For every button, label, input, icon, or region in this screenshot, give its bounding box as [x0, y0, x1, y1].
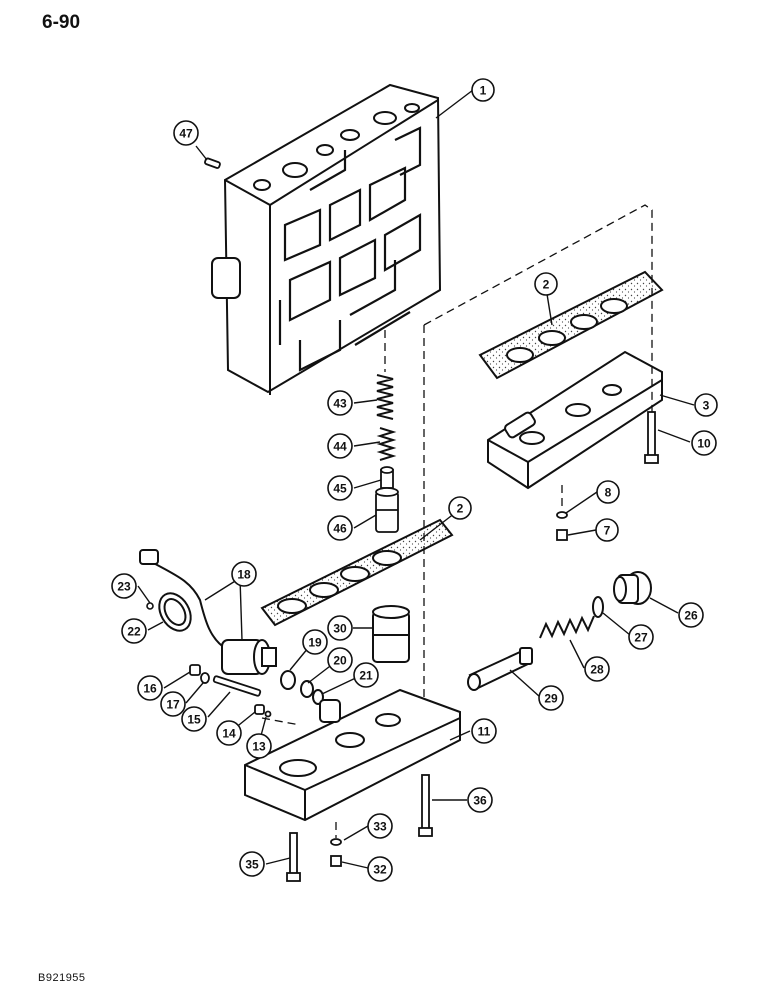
small-spring-part	[376, 427, 397, 461]
callout-2-upper: 2	[534, 272, 558, 296]
callout-label: 27	[634, 631, 648, 645]
callout-45: 45	[327, 475, 353, 501]
seal-and-plug-parts	[556, 511, 568, 541]
callout-label: 46	[333, 522, 347, 536]
callout-label: 19	[308, 636, 322, 650]
callout-label: 10	[697, 437, 711, 451]
o-rings	[280, 670, 324, 705]
callout-label: 26	[684, 609, 698, 623]
callout-label: 1	[480, 84, 487, 98]
callout-label: 45	[333, 482, 347, 496]
callout-label: 13	[252, 740, 266, 754]
callout-7: 7	[595, 518, 619, 542]
callout-label: 2	[457, 502, 464, 516]
callout-1: 1	[471, 78, 495, 102]
callout-15: 15	[181, 706, 207, 732]
callout-16: 16	[137, 675, 163, 701]
callout-23: 23	[111, 573, 137, 599]
callout-label: 36	[473, 794, 487, 808]
callout-label: 18	[237, 568, 251, 582]
callout-label: 21	[359, 669, 373, 683]
callout-44: 44	[327, 433, 353, 459]
callout-label: 44	[333, 440, 347, 454]
callout-markers: 1 47 2 3 10 43 44 45 46 8 7 2 23 18 26 2…	[111, 78, 718, 882]
lower-valve-body	[244, 688, 461, 822]
figure-code: B921955	[38, 972, 86, 984]
leader-lines	[137, 89, 695, 869]
callout-47: 47	[173, 120, 199, 146]
callout-label: 29	[544, 692, 558, 706]
callout-29: 29	[538, 685, 564, 711]
spring-part	[376, 374, 394, 420]
callout-label: 30	[333, 622, 347, 636]
page-number: 6-90	[42, 12, 81, 33]
callout-11: 11	[471, 718, 497, 744]
callout-label: 8	[605, 486, 612, 500]
callout-22: 22	[121, 618, 147, 644]
callout-26: 26	[678, 602, 704, 628]
callout-label: 33	[373, 820, 387, 834]
callout-32: 32	[367, 856, 393, 882]
callout-label: 15	[187, 713, 201, 727]
control-spool	[467, 647, 533, 691]
callout-14: 14	[216, 720, 242, 746]
spool-spring	[539, 615, 595, 639]
sleeve-part	[380, 466, 394, 489]
end-plug	[613, 571, 652, 605]
callout-46: 46	[327, 515, 353, 541]
upper-valve-plate	[487, 350, 663, 490]
bolt-part	[644, 411, 659, 464]
callout-label: 3	[703, 399, 710, 413]
callout-19: 19	[302, 629, 328, 655]
callout-28: 28	[584, 656, 610, 682]
callout-label: 7	[604, 524, 611, 538]
callout-27: 27	[628, 624, 654, 650]
retaining-ring	[158, 592, 192, 632]
callout-30: 30	[327, 615, 353, 641]
callout-label: 28	[590, 663, 604, 677]
callout-8: 8	[596, 480, 620, 504]
plug-o-ring	[592, 596, 604, 618]
callout-label: 35	[245, 858, 259, 872]
callout-17: 17	[160, 691, 186, 717]
callout-13: 13	[246, 733, 272, 759]
callout-21: 21	[353, 662, 379, 688]
upper-gasket	[478, 270, 664, 380]
callout-35: 35	[239, 851, 265, 877]
callout-3: 3	[694, 393, 718, 417]
callout-20: 20	[327, 647, 353, 673]
main-valve-body	[211, 83, 442, 395]
lower-gasket	[260, 518, 454, 627]
spool-part	[375, 487, 399, 533]
callout-label: 2	[543, 278, 550, 292]
callout-33: 33	[367, 813, 393, 839]
callout-10: 10	[691, 430, 717, 456]
callout-2-lower: 2	[448, 496, 472, 520]
callout-label: 47	[179, 127, 193, 141]
callout-label: 20	[333, 654, 347, 668]
screw-part	[146, 602, 154, 610]
callout-label: 22	[127, 625, 141, 639]
lower-bolts	[286, 774, 433, 882]
alignment-lines	[261, 204, 653, 838]
callout-label: 14	[222, 727, 236, 741]
callout-label: 43	[333, 397, 347, 411]
callout-label: 17	[166, 698, 180, 712]
pin-assembly-parts	[189, 664, 272, 718]
callout-43: 43	[327, 390, 353, 416]
callout-36: 36	[467, 787, 493, 813]
callout-label: 16	[143, 682, 157, 696]
callout-label: 11	[478, 725, 491, 739]
pin-part	[204, 157, 221, 169]
valve-sleeve	[372, 605, 410, 663]
callout-label: 23	[117, 580, 131, 594]
callout-18: 18	[231, 561, 257, 587]
callout-label: 32	[373, 863, 387, 877]
